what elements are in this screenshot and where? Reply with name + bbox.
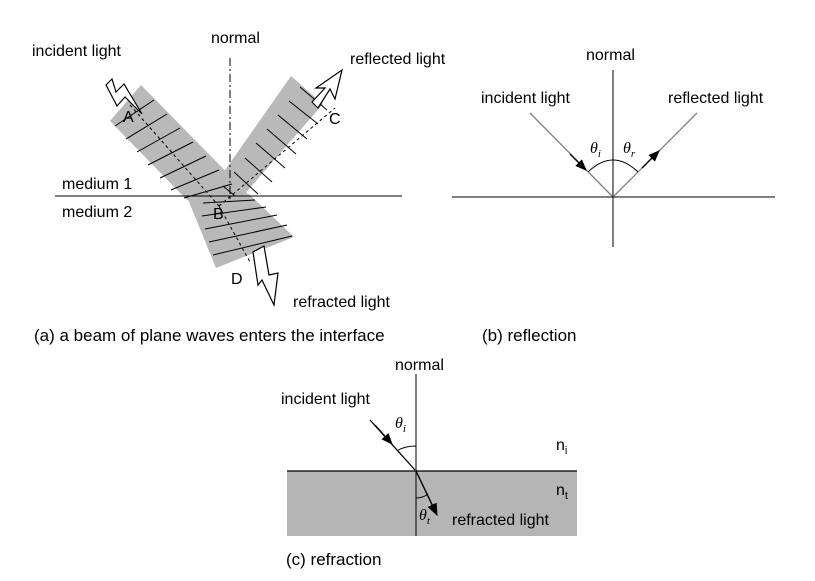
incident-arrowhead-c	[374, 424, 393, 445]
reflected-arrow-icon	[311, 68, 343, 109]
incident-beam	[110, 85, 248, 200]
label-n-i: ni	[556, 437, 567, 457]
theta-r-b: θr	[623, 140, 636, 160]
label-normal-c: normal	[395, 357, 444, 374]
refracted-wavefronts	[201, 199, 293, 256]
theta-t-c: θt	[419, 507, 431, 527]
angle-arc-i-c	[396, 445, 417, 452]
refracted-arrow-icon	[252, 245, 279, 308]
reflected-arrowhead-b	[641, 150, 660, 169]
label-point-d: D	[231, 271, 243, 288]
angle-arc-t-c	[415, 493, 429, 499]
panel-b: normal incident light reflected light θi…	[452, 47, 775, 345]
caption-a: (a) a beam of plane waves enters the int…	[34, 326, 385, 345]
panel-c: normal incident light refracted light θi…	[281, 357, 577, 569]
label-normal-a: normal	[211, 30, 260, 47]
incident-wavefronts	[114, 99, 233, 199]
panel-a: normal incident light reflected light re…	[32, 30, 446, 345]
refracted-ray-c	[415, 470, 438, 517]
label-refracted-a: refracted light	[293, 294, 390, 311]
label-incident-b: incident light	[481, 90, 571, 107]
label-reflected-a: reflected light	[350, 51, 446, 68]
label-normal-b: normal	[586, 47, 635, 64]
theta-i-c: θi	[395, 415, 406, 435]
caption-b: (b) reflection	[482, 326, 576, 345]
label-point-b: B	[213, 206, 224, 223]
label-point-a: A	[123, 109, 134, 126]
label-n-t: nt	[556, 482, 568, 502]
incident-arrowhead-b	[569, 153, 587, 171]
theta-i-b: θi	[590, 140, 601, 160]
caption-c: (c) refraction	[286, 550, 381, 569]
label-medium-2: medium 2	[62, 204, 132, 221]
reflected-beam	[209, 76, 323, 197]
angle-arc-b	[587, 159, 639, 173]
label-point-c: C	[329, 111, 341, 128]
label-refracted-c: refracted light	[452, 512, 549, 529]
label-incident-a: incident light	[32, 43, 122, 60]
refracted-beam	[187, 194, 294, 268]
label-medium-1: medium 1	[62, 176, 132, 193]
dashed-rays	[129, 104, 336, 263]
incident-arrow-icon	[105, 77, 143, 115]
reflected-wavefronts	[222, 86, 328, 197]
label-reflected-b: reflected light	[668, 90, 764, 107]
label-incident-c: incident light	[281, 391, 371, 408]
